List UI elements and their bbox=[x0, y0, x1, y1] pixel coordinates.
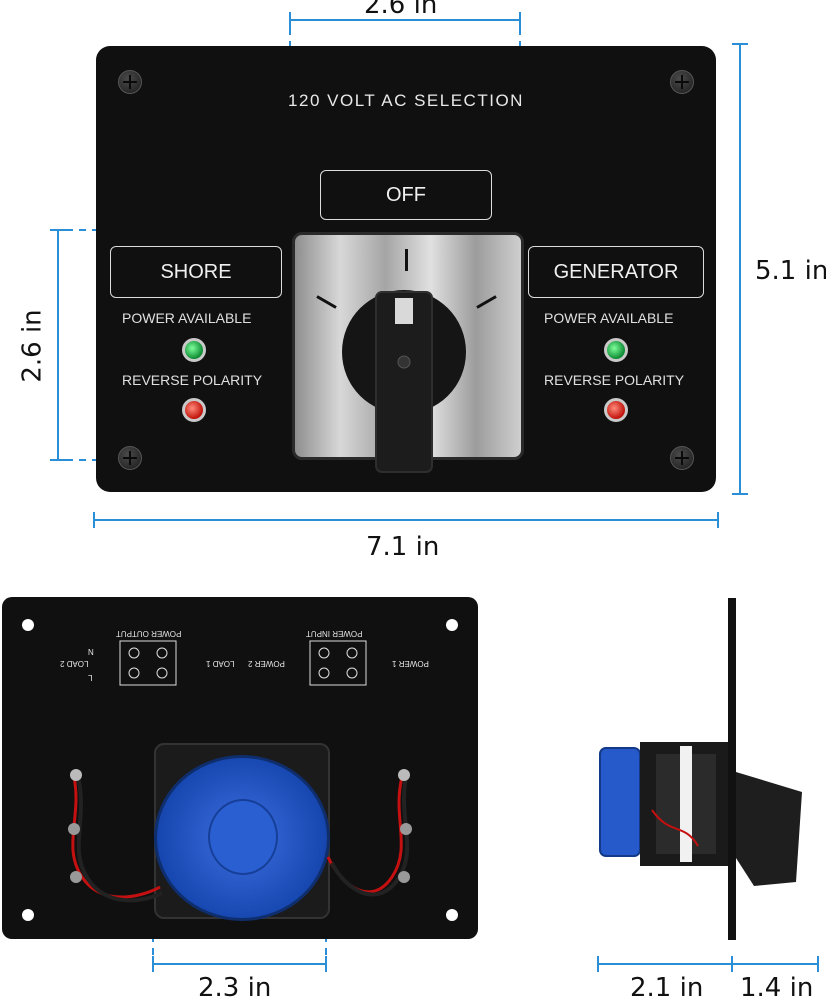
mount-hole bbox=[446, 619, 458, 631]
shore-label: SHORE bbox=[110, 246, 282, 298]
l-label: L bbox=[88, 673, 93, 682]
mount-hole bbox=[446, 909, 458, 921]
rotary-selector-knob[interactable] bbox=[332, 282, 482, 482]
dim-back-width: 2.3 in bbox=[198, 973, 272, 1003]
tick-mark bbox=[405, 249, 408, 271]
dim-right-height: 5.1 in bbox=[755, 256, 826, 286]
wiring-harness bbox=[68, 769, 412, 903]
power-input-label: POWER INPUT bbox=[306, 629, 363, 638]
dim-left-height: 2.6 in bbox=[17, 309, 48, 383]
back-panel: POWER OUTPUT POWER INPUT LOAD 2 LOAD 1 P… bbox=[2, 597, 478, 939]
mount-hole bbox=[22, 909, 34, 921]
front-panel: 120 VOLT AC SELECTION OFF SHORE POWER AV… bbox=[96, 46, 716, 492]
generator-polarity-led bbox=[604, 398, 628, 422]
panel-title: 120 VOLT AC SELECTION bbox=[288, 91, 524, 110]
dim-side-handle: 1.4 in bbox=[740, 973, 814, 1003]
screw-icon bbox=[118, 70, 142, 94]
generator-label: GENERATOR bbox=[528, 246, 704, 298]
side-view-diagram bbox=[599, 598, 802, 940]
shore-polarity-led bbox=[182, 398, 206, 422]
n-label: N bbox=[88, 647, 94, 656]
power-1-label: POWER 1 bbox=[392, 659, 429, 668]
dim-bottom-width: 7.1 in bbox=[366, 532, 440, 562]
off-label: OFF bbox=[320, 170, 492, 220]
generator-power-led bbox=[604, 338, 628, 362]
shore-power-led bbox=[182, 338, 206, 362]
cap-ring bbox=[208, 799, 278, 875]
shore-power-available-label: POWER AVAILABLE bbox=[122, 310, 252, 326]
dim-side-body: 2.1 in bbox=[630, 973, 704, 1003]
load-2-label: LOAD 2 bbox=[60, 659, 89, 668]
screw-icon bbox=[670, 446, 694, 470]
screw-icon bbox=[118, 446, 142, 470]
generator-power-available-label: POWER AVAILABLE bbox=[544, 310, 674, 326]
dim-top-width: 2.6 in bbox=[364, 0, 438, 20]
power-output-label: POWER OUTPUT bbox=[116, 629, 182, 638]
generator-reverse-polarity-label: REVERSE POLARITY bbox=[544, 372, 685, 388]
shore-reverse-polarity-label: REVERSE POLARITY bbox=[122, 372, 263, 388]
terminal-block-diagram bbox=[119, 640, 367, 686]
screw-icon bbox=[670, 70, 694, 94]
mount-hole bbox=[22, 619, 34, 631]
